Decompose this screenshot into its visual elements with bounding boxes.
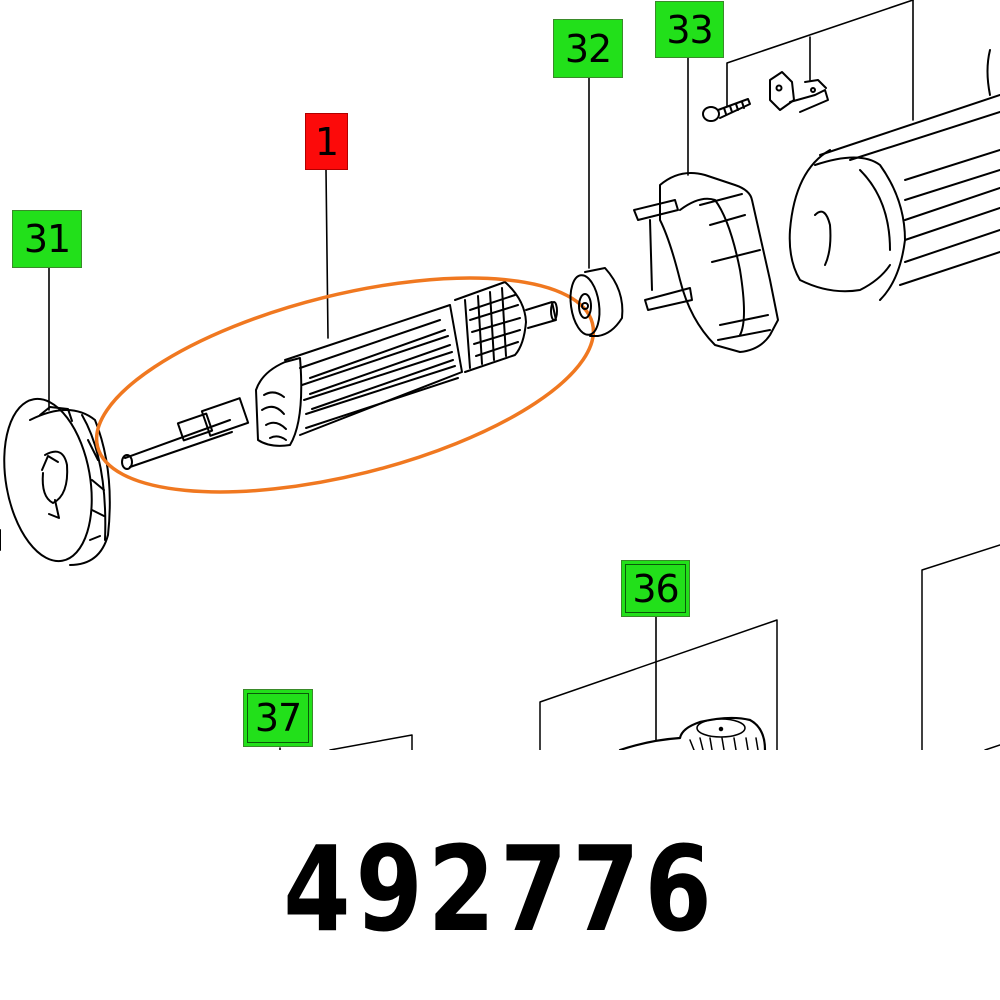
callout-36-label: 36 xyxy=(632,566,679,611)
callout-31[interactable]: 31 xyxy=(12,210,82,268)
armature-highlight-ellipse xyxy=(94,276,596,494)
diagram-line-art xyxy=(0,0,1000,750)
callout-1-label: 1 xyxy=(314,119,339,164)
field-housing-drawing xyxy=(788,49,1000,301)
callout-32[interactable]: 32 xyxy=(553,19,623,78)
brush-holder-plate-drawing xyxy=(633,172,779,353)
lower-housing-drawing xyxy=(329,544,1000,750)
callout-37[interactable]: 37 xyxy=(243,689,313,747)
screw-drawing xyxy=(702,98,751,122)
fan-wheel-drawing xyxy=(0,397,111,566)
leader-lines xyxy=(48,0,914,750)
callout-1[interactable]: 1 xyxy=(305,113,348,170)
callout-33-label: 33 xyxy=(666,7,713,52)
part-number: 492776 xyxy=(283,820,717,958)
callout-37-label: 37 xyxy=(254,696,302,740)
callout-33[interactable]: 33 xyxy=(655,1,724,58)
bracket-drawing xyxy=(769,71,829,113)
armature-drawing xyxy=(121,281,558,470)
ball-bearing-drawing xyxy=(569,267,624,337)
callout-36[interactable]: 36 xyxy=(621,560,690,617)
callout-32-label: 32 xyxy=(564,26,612,71)
exploded-parts-diagram: 1 31 32 33 36 37 xyxy=(0,0,1000,750)
callout-31-label: 31 xyxy=(23,217,71,261)
